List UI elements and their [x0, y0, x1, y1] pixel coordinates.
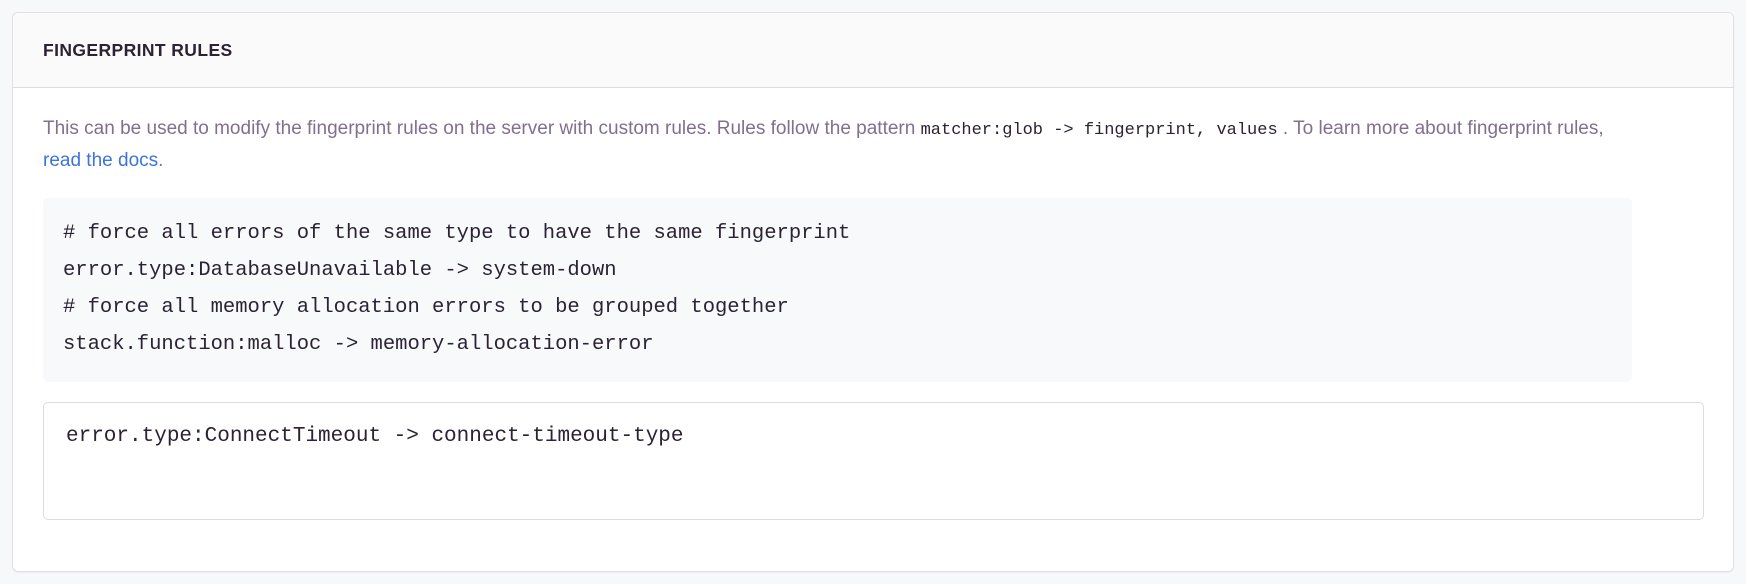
panel-body: This can be used to modify the fingerpri… [13, 88, 1733, 520]
fingerprint-rules-input[interactable] [43, 402, 1704, 520]
page-title: FINGERPRINT RULES [43, 39, 233, 60]
fingerprint-rules-example-code: # force all errors of the same type to h… [43, 198, 1632, 382]
description-part-1: This can be used to modify the fingerpri… [43, 118, 921, 139]
rules-input-wrapper [43, 402, 1704, 520]
fingerprint-rules-panel: FINGERPRINT RULES This can be used to mo… [12, 12, 1734, 572]
panel-header: FINGERPRINT RULES [13, 13, 1733, 88]
description-part-3: . [158, 150, 164, 171]
description-part-2: . To learn more about fingerprint rules, [1277, 118, 1604, 139]
pattern-code-snippet: matcher:glob -> fingerprint, values [920, 121, 1278, 140]
description-text: This can be used to modify the fingerpri… [43, 108, 1643, 176]
read-the-docs-link[interactable]: read the docs [43, 150, 159, 171]
